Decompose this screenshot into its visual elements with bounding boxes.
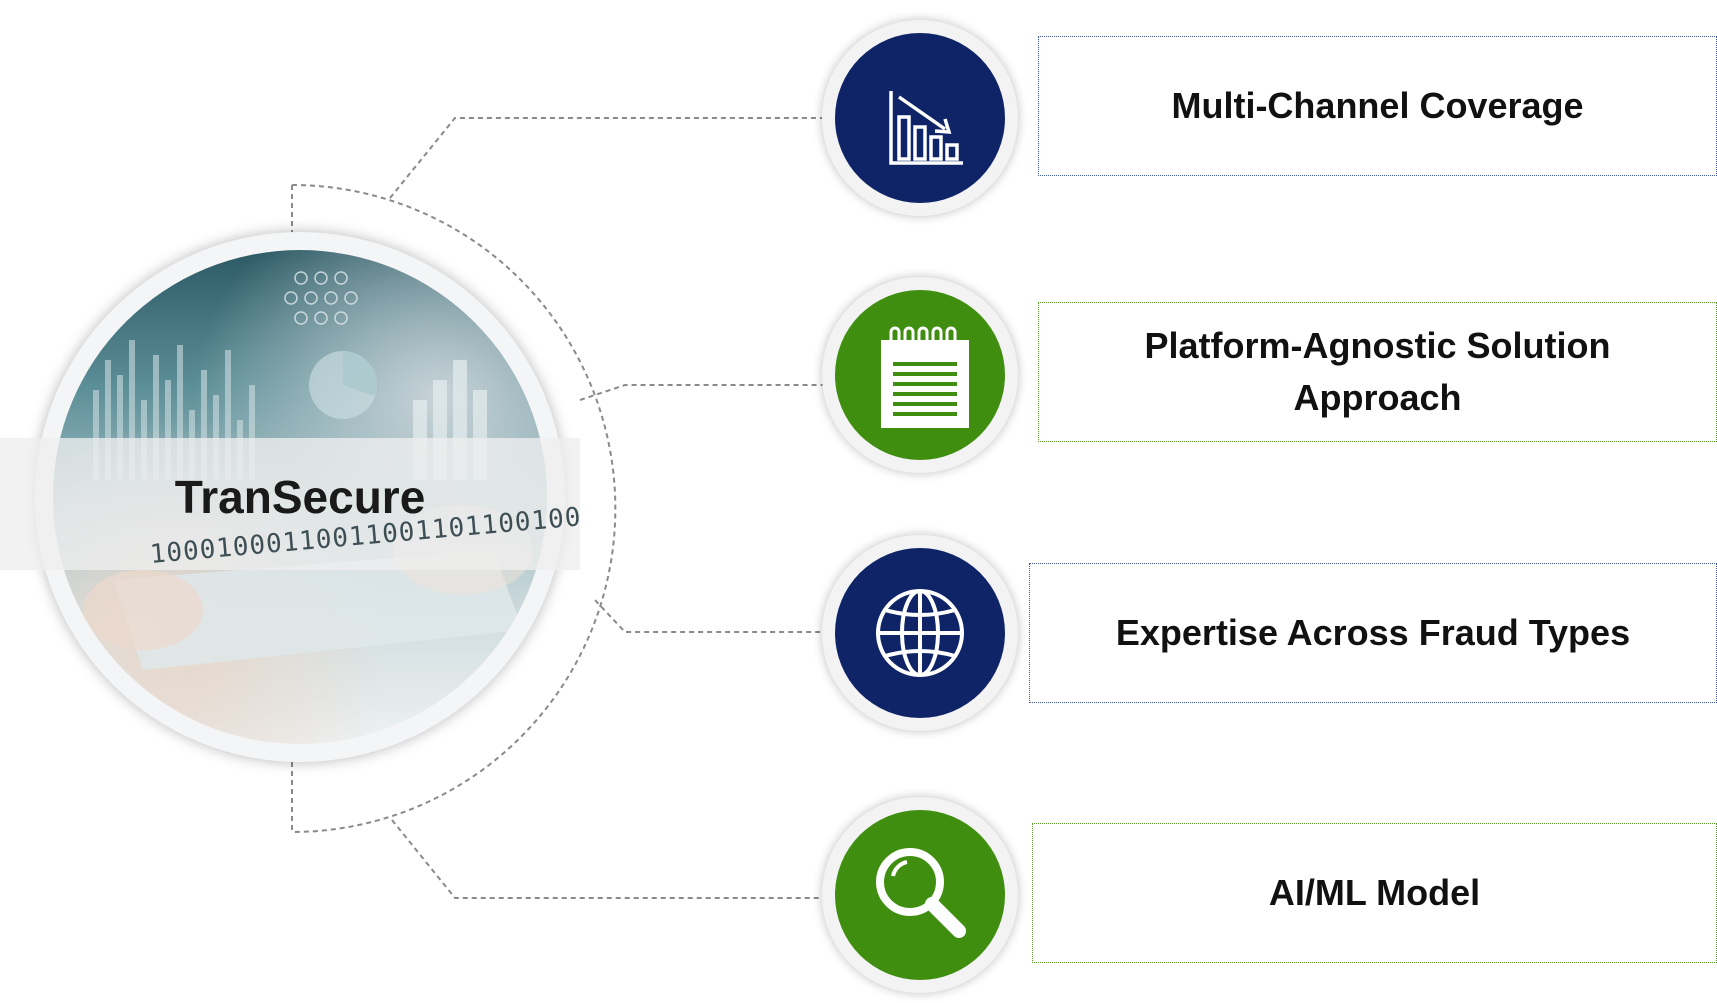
connector-1 <box>389 117 828 199</box>
hub-title-band <box>0 438 580 570</box>
hub-title: TranSecure <box>174 471 426 523</box>
feature-4-label: AI/ML Model <box>1268 872 1481 913</box>
feature-1-label: Multi-Channel Coverage <box>1171 85 1584 126</box>
notepad-icon <box>881 326 969 428</box>
feature-2-label: Platform-Agnostic Solution Approach <box>1144 325 1611 418</box>
feature-3-label: Expertise Across Fraud Types <box>1115 612 1631 653</box>
feature-1-box: Multi-Channel Coverage <box>1038 36 1717 176</box>
feature-2-circle <box>822 277 1018 473</box>
bar-chart-decline-icon <box>889 91 963 165</box>
globe-icon <box>876 589 964 677</box>
feature-1-circle <box>822 20 1018 216</box>
feature-4-circle <box>822 797 1018 993</box>
feature-3-circle <box>822 535 1018 731</box>
hub-circle <box>35 232 565 762</box>
feature-2-box: Platform-Agnostic Solution Approach <box>1038 302 1717 442</box>
connector-3 <box>594 599 828 633</box>
outer-arc <box>291 184 617 833</box>
feature-1-badge <box>835 33 1005 203</box>
feature-2-badge <box>835 290 1005 460</box>
connector-4 <box>391 819 828 899</box>
connector-2 <box>579 384 828 401</box>
feature-3-box: Expertise Across Fraud Types <box>1029 563 1717 703</box>
feature-4-box: AI/ML Model <box>1032 823 1717 963</box>
feature-3-badge <box>835 548 1005 718</box>
magnifier-icon <box>876 848 966 938</box>
feature-4-badge <box>835 810 1005 980</box>
